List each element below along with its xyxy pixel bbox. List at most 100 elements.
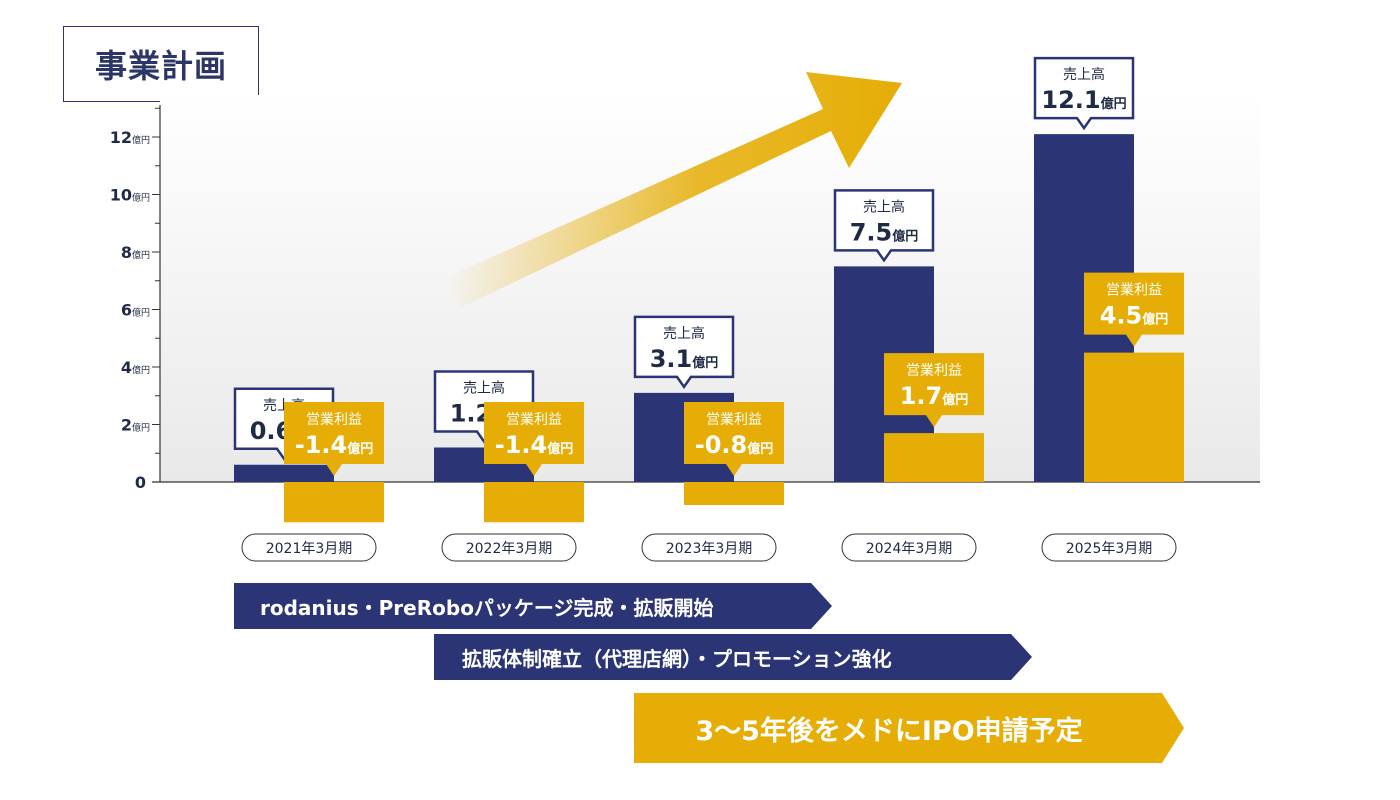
bar-operating-profit <box>1084 352 1184 482</box>
value-unit: 億円 <box>547 441 573 457</box>
phase-banner-sales-expansion: 拡販体制確立（代理店網）・プロモーション強化 <box>434 634 1032 680</box>
value-number: 12.1 <box>1041 86 1100 114</box>
growth-arrow-shape <box>445 72 902 308</box>
callout-sales-box <box>833 189 935 263</box>
category-pill-outline <box>441 533 577 562</box>
y-tick-unit: 億円 <box>132 307 150 319</box>
bar-operating-profit <box>484 482 584 523</box>
y-tick-value: 2 <box>121 416 132 435</box>
y-tick-value: 6 <box>121 301 132 320</box>
y-tick-label: 10億円 <box>110 186 150 205</box>
y-tick-value: 12 <box>110 128 132 147</box>
value-unit: 億円 <box>1101 96 1127 112</box>
phase-banner-package-launch: rodanius・PreRoboパッケージ完成・拡販開始 <box>234 583 832 629</box>
value-unit: 億円 <box>892 228 918 244</box>
category-label: 2023年3月期 <box>666 541 753 557</box>
y-tick-value: 10 <box>110 186 132 205</box>
value-number: -1.4 <box>295 431 347 459</box>
value-unit: 億円 <box>942 392 968 408</box>
callout-profit-box <box>484 402 584 476</box>
phase-label: 拡販体制確立（代理店網）・プロモーション強化 <box>462 646 892 671</box>
phase-label: rodanius・PreRoboパッケージ完成・拡販開始 <box>260 595 714 620</box>
value-callouts: 売上高0.6億円営業利益-1.4億円売上高1.2億円営業利益-1.4億円売上高3… <box>233 56 1184 476</box>
category-pill: 2023年3月期 <box>641 533 777 562</box>
value-unit: 億円 <box>1142 312 1168 328</box>
callout-operating-profit: 営業利益 1.7億円 <box>884 353 984 428</box>
callout-profit-box <box>284 402 384 476</box>
value-number: 7.5 <box>850 218 893 246</box>
category-pill-outline <box>1041 533 1177 562</box>
callout-sales: 売上高 12.1億円 <box>1033 56 1135 131</box>
y-tick-value: 8 <box>121 243 132 262</box>
value-unit: 億円 <box>347 441 373 457</box>
callout-profit-series-name: 営業利益 <box>906 363 962 379</box>
phase-label: 3〜5年後をメドにIPO申請予定 <box>695 715 1083 747</box>
callout-profit-series-name: 営業利益 <box>506 412 562 428</box>
category-pill: 2022年3月期 <box>441 533 577 562</box>
callout-operating-profit: 営業利益 4.5億円 <box>1084 272 1184 347</box>
x-axis-categories: 2021年3月期 2022年3月期 2023年3月期 2024年3月期 2025年3月期 <box>241 533 1177 562</box>
y-tick-label: 2億円 <box>121 416 150 435</box>
callout-sales-box <box>1033 56 1135 131</box>
callout-profit-box <box>684 402 784 476</box>
callout-sales-box <box>633 315 735 390</box>
callout-sales-series-name: 売上高 <box>1063 66 1105 83</box>
category-pill-outline <box>241 533 377 562</box>
category-pill-outline <box>841 533 977 562</box>
y-tick-label: 4億円 <box>121 358 150 377</box>
value-unit: 億円 <box>747 441 773 457</box>
value-number: 1.7 <box>900 382 943 410</box>
category-pill: 2025年3月期 <box>1041 533 1177 562</box>
category-label: 2024年3月期 <box>866 541 953 557</box>
y-tick-value: 4 <box>121 358 132 377</box>
y-tick-label: 0 <box>135 473 146 492</box>
value-number: -1.4 <box>495 431 547 459</box>
bar-operating-profit <box>684 482 784 505</box>
category-label: 2021年3月期 <box>266 541 353 557</box>
category-pill: 2024年3月期 <box>841 533 977 562</box>
y-tick-label: 8億円 <box>121 243 150 262</box>
category-label: 2025年3月期 <box>1066 541 1153 557</box>
y-tick-unit: 億円 <box>132 422 150 434</box>
callout-profit-series-name: 営業利益 <box>306 412 362 428</box>
callout-sales-series-name: 売上高 <box>463 380 505 397</box>
category-pill-outline <box>641 533 777 562</box>
callout-operating-profit: 営業利益 -0.8億円 <box>684 402 784 476</box>
callout-operating-profit: 営業利益 -1.4億円 <box>484 402 584 476</box>
callout-sales-value: 12.1億円 <box>1041 86 1126 114</box>
callout-profit-box <box>1084 272 1184 347</box>
callout-profit-value: 4.5億円 <box>1100 302 1169 330</box>
callout-sales: 売上高 7.5億円 <box>833 189 935 263</box>
callout-operating-profit: 営業利益 -1.4億円 <box>284 402 384 476</box>
y-tick-unit: 億円 <box>132 134 150 146</box>
bar-operating-profit <box>884 433 984 482</box>
callout-profit-box <box>884 353 984 428</box>
value-number: -0.8 <box>695 431 747 459</box>
callout-sales-value: 7.5億円 <box>850 218 919 246</box>
value-unit: 億円 <box>692 355 718 371</box>
value-number: 3.1 <box>650 345 693 373</box>
y-tick-label: 6億円 <box>121 301 150 320</box>
phase-banner-ipo: 3〜5年後をメドにIPO申請予定 <box>634 693 1184 763</box>
callout-sales-series-name: 売上高 <box>863 198 905 215</box>
value-number: 4.5 <box>1100 302 1143 330</box>
page-title: 事業計画 <box>63 26 259 102</box>
category-pill: 2021年3月期 <box>241 533 377 562</box>
callout-profit-series-name: 営業利益 <box>706 412 762 428</box>
y-tick-label: 12億円 <box>110 128 150 147</box>
y-tick-unit: 億円 <box>132 364 150 376</box>
callout-profit-value: -1.4億円 <box>295 431 374 459</box>
y-tick-unit: 億円 <box>132 192 150 204</box>
bar-operating-profit <box>284 482 384 523</box>
growth-arrow <box>445 72 902 308</box>
callout-sales-value: 3.1億円 <box>650 345 719 373</box>
callout-profit-value: 1.7億円 <box>900 382 969 410</box>
callout-profit-value: -0.8億円 <box>695 431 774 459</box>
callout-profit-series-name: 営業利益 <box>1106 283 1162 299</box>
bar-sales <box>234 464 334 482</box>
category-label: 2022年3月期 <box>466 541 553 557</box>
y-tick-unit: 億円 <box>132 249 150 261</box>
callout-profit-value: -1.4億円 <box>495 431 574 459</box>
